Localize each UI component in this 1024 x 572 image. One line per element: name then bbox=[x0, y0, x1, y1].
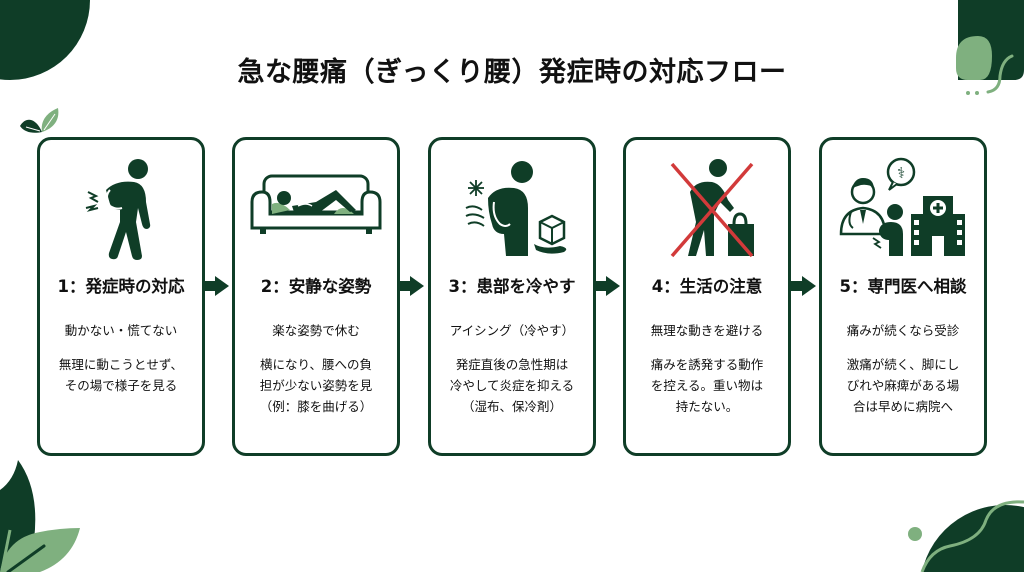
leaf-sprout-icon bbox=[20, 108, 59, 133]
step-title: 5：専門医へ相談 bbox=[839, 277, 967, 296]
step-card-1: 1：発症時の対応 動かない・慌てない 無理に動こうとせず、 その場で様子を見る bbox=[37, 137, 205, 456]
step-description: 痛みを誘発する動作 を控える。重い物は 持たない。 bbox=[650, 357, 764, 414]
back-pain-person-icon bbox=[85, 159, 151, 260]
doctor-hospital-icon: ⚕ bbox=[839, 157, 965, 256]
top-left-circle-decoration bbox=[0, 0, 90, 80]
step-subtitle: 無理な動きを避ける bbox=[650, 323, 764, 338]
bottom-left-leaves-decoration bbox=[0, 460, 80, 572]
step-card-2: 2：安静な姿勢 楽な姿勢で休む 横になり、腰への負 担が少ない姿勢を見 （例：膝… bbox=[232, 137, 400, 456]
step-card-5: ⚕ 5：専門医へ相談 痛みが続くなら受診 激痛が続く、脚にし びれや麻痺がある場… bbox=[819, 137, 987, 456]
step-title: 4：生活の注意 bbox=[651, 277, 763, 296]
step-description: 無理に動こうとせず、 その場で様子を見る bbox=[58, 357, 184, 393]
step-description: 発症直後の急性期は 冷やして炎症を抑える （湿布、保冷剤） bbox=[449, 357, 575, 414]
lying-on-sofa-icon bbox=[250, 174, 382, 234]
step-subtitle: アイシング（冷やす） bbox=[449, 323, 575, 338]
step-card-4: 4：生活の注意 無理な動きを避ける 痛みを誘発する動作 を控える。重い物は 持た… bbox=[623, 137, 791, 456]
step-title: 2：安静な姿勢 bbox=[260, 277, 372, 296]
svg-text:⚕: ⚕ bbox=[897, 164, 905, 182]
step-title: 1：発症時の対応 bbox=[57, 277, 185, 296]
step-description: 激痛が続く、脚にし びれや麻痺がある場 合は早めに病院へ bbox=[846, 357, 960, 414]
arrow-right-icon bbox=[790, 276, 816, 296]
arrow-right-icon bbox=[594, 276, 620, 296]
arrow-right-icon bbox=[398, 276, 424, 296]
step-subtitle: 痛みが続くなら受診 bbox=[846, 323, 960, 338]
no-heavy-lifting-icon bbox=[670, 159, 754, 258]
bottom-right-circle-decoration bbox=[908, 500, 1024, 572]
step-title: 3：患部を冷やす bbox=[448, 277, 576, 296]
icing-back-icon bbox=[465, 161, 567, 256]
page-title: 急な腰痛（ぎっくり腰）発症時の対応フロー bbox=[237, 57, 787, 88]
step-description: 横になり、腰への負 担が少ない姿勢を見 （例：膝を曲げる） bbox=[259, 357, 373, 414]
step-subtitle: 動かない・慌てない bbox=[64, 323, 178, 338]
top-right-shapes-decoration bbox=[956, 0, 1024, 95]
arrow-right-icon bbox=[203, 276, 229, 296]
step-card-3: 3：患部を冷やす アイシング（冷やす） 発症直後の急性期は 冷やして炎症を抑える… bbox=[428, 137, 596, 456]
step-subtitle: 楽な姿勢で休む bbox=[272, 323, 360, 338]
